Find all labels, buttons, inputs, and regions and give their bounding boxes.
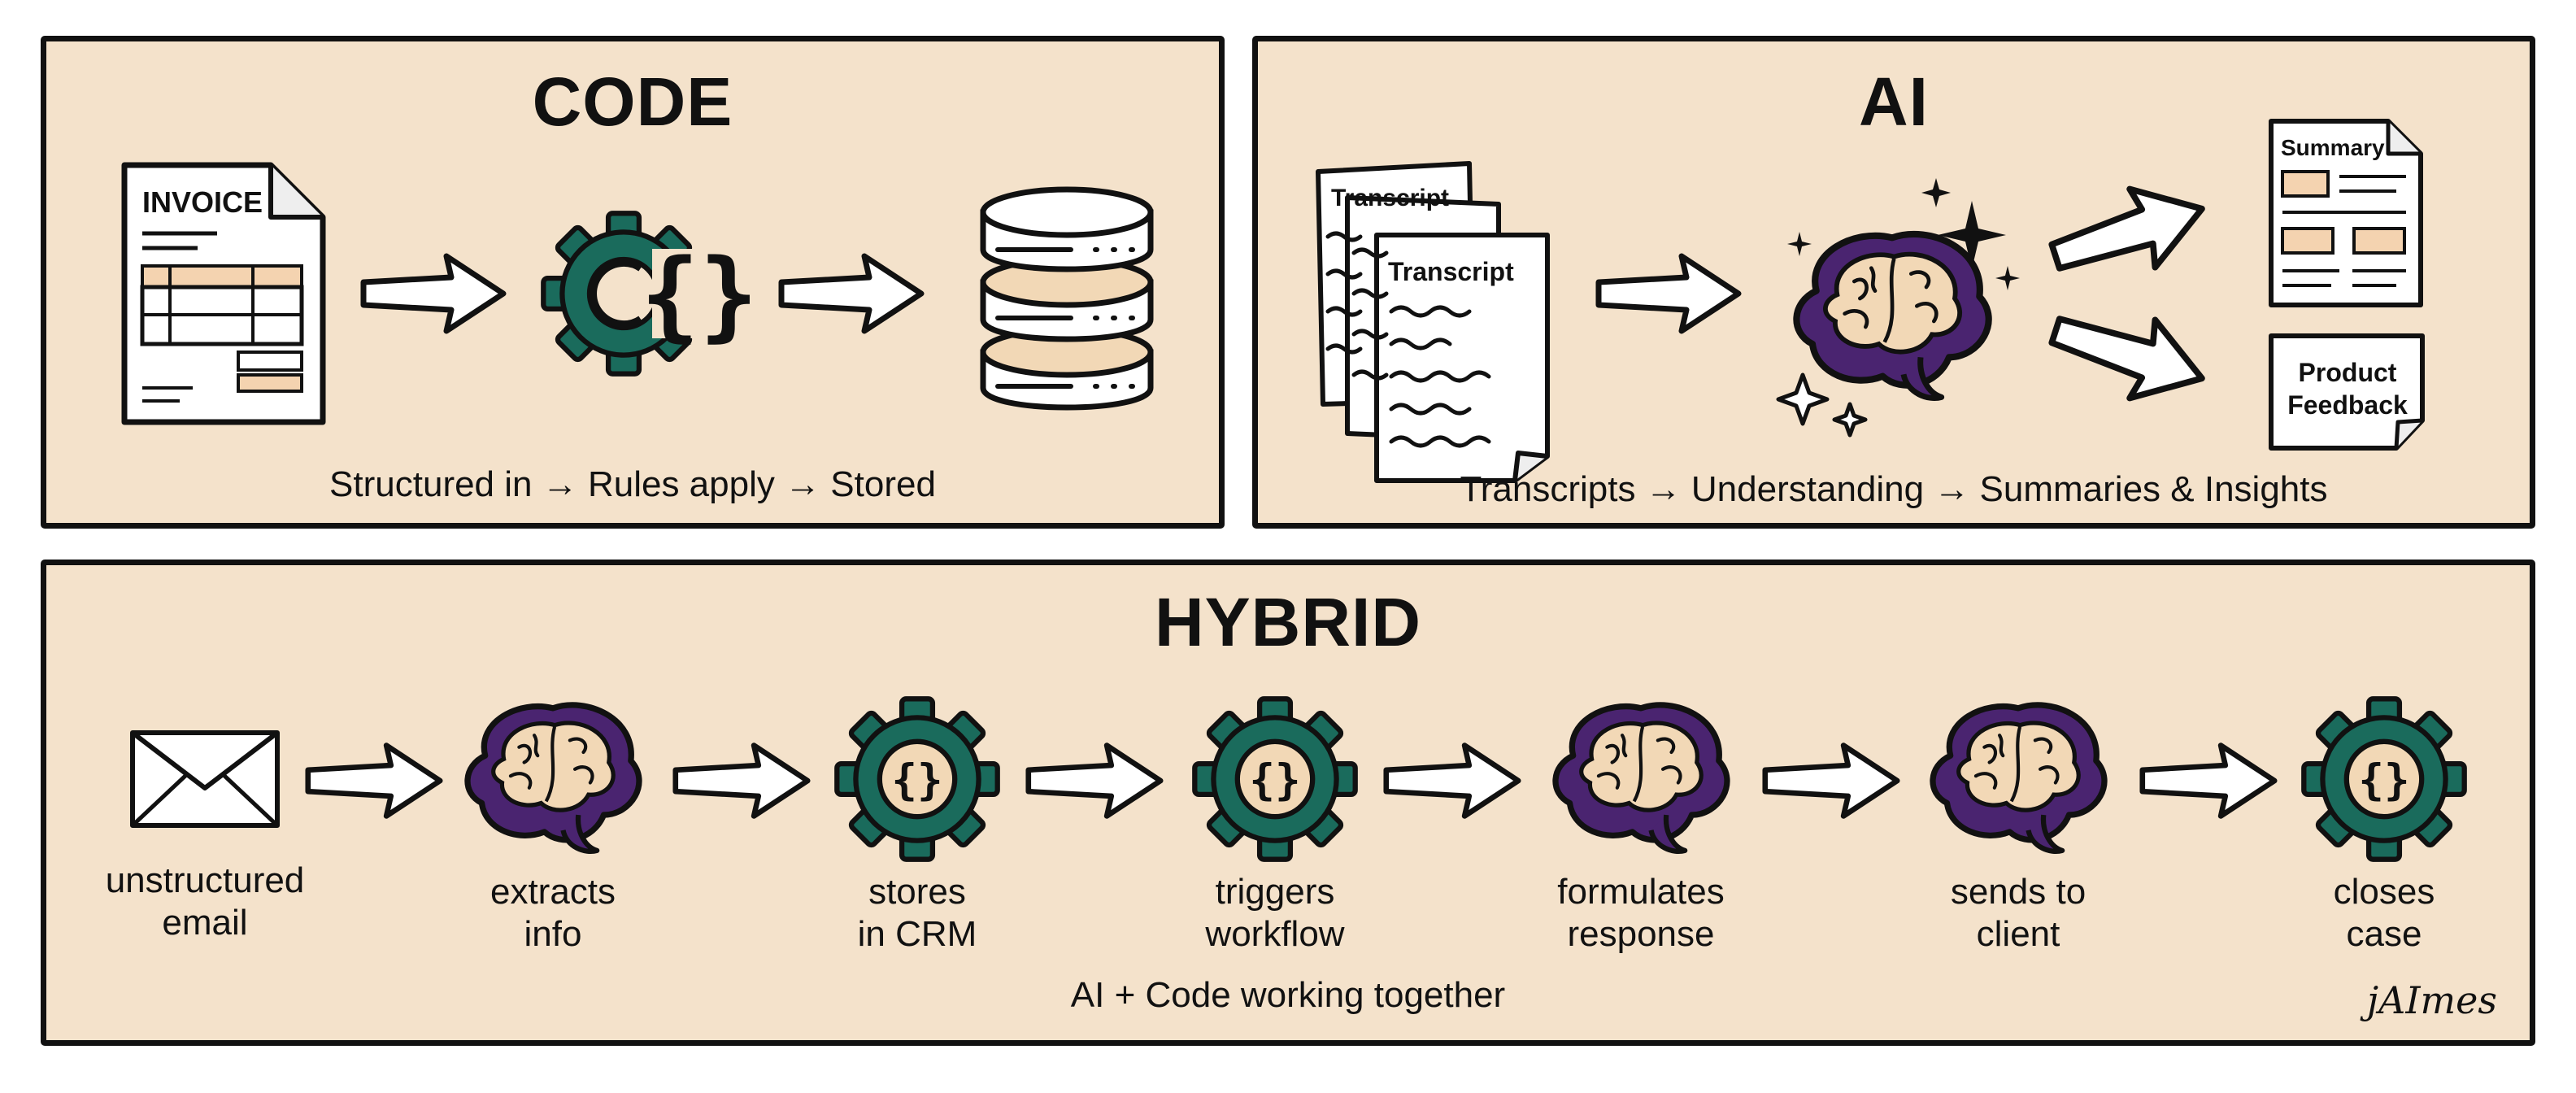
product-feedback-document-icon: Product Feedback [2269, 333, 2425, 451]
arrow-icon [1025, 740, 1164, 821]
transcript-back-label: Transcript [1331, 185, 1449, 211]
summary-label: Summary [2281, 135, 2385, 160]
ai-panel: AI Transcript Transcript [1252, 36, 2535, 529]
brain-icon [451, 687, 655, 858]
code-panel: CODE INVOICE [41, 36, 1225, 529]
ai-caption: Transcripts → Understanding → Summaries … [1460, 469, 2328, 509]
arrow-icon [2139, 740, 2278, 821]
summary-document-icon: Summary [2269, 119, 2423, 307]
transcript-stack-icon: Transcript Transcript [1316, 161, 1550, 483]
hybrid-caption: AI + Code working together [1070, 975, 1506, 1015]
arrow-icon [770, 253, 933, 334]
brain-icon [1539, 687, 1743, 858]
brain-icon [1778, 212, 2006, 407]
hybrid-title: HYBRID [1154, 584, 1421, 660]
signature: jAImes [2366, 978, 2497, 1022]
transcript-front-label: Transcript [1388, 257, 1514, 286]
code-gear-icon [832, 694, 1003, 864]
feedback-label-line2: Feedback [2287, 390, 2408, 420]
code-gear-icon: {} [541, 211, 758, 377]
arrow-icon [1762, 740, 1900, 821]
envelope-icon [130, 730, 280, 828]
code-gear-icon [2299, 694, 2469, 864]
arrow-icon [1383, 740, 1521, 821]
brain-icon [1917, 687, 2120, 858]
invoice-document-icon: INVOICE [121, 162, 326, 425]
sparkle-icon [1776, 178, 2020, 438]
code-caption: Structured in → Rules apply → Stored [329, 464, 936, 504]
code-gear-icon [1190, 694, 1360, 864]
arrow-icon [1583, 253, 1754, 334]
svg-text:{}: {} [641, 239, 759, 352]
ai-title: AI [1859, 63, 1929, 140]
arrow-icon [672, 740, 811, 821]
invoice-label: INVOICE [142, 185, 263, 219]
code-title: CODE [532, 63, 733, 140]
arrow-icon [360, 253, 507, 334]
database-icon [980, 186, 1154, 411]
arrow-icon [305, 740, 443, 821]
feedback-label-line1: Product [2299, 358, 2397, 387]
